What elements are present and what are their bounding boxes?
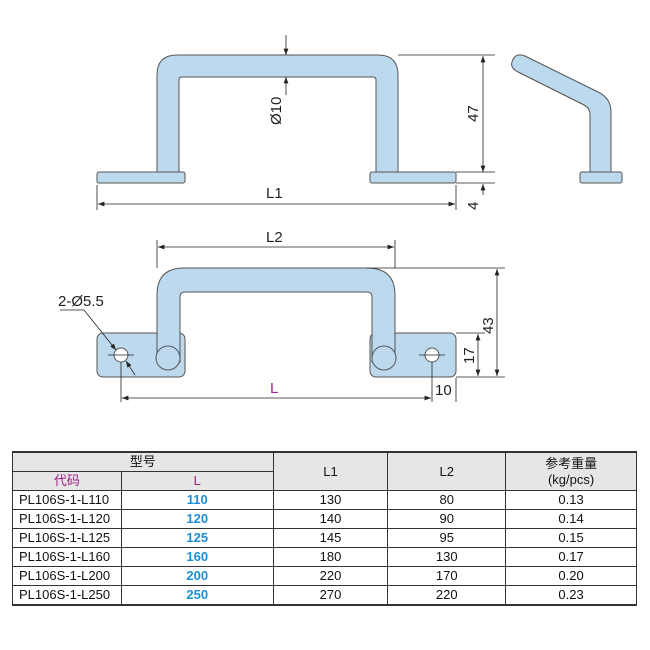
cell-l2: 80 [387, 490, 507, 510]
cell-weight: 0.17 [505, 547, 637, 567]
side-view [511, 54, 623, 184]
cell-l: 110 [120, 490, 274, 510]
cell-code: PL106S-1-L125 [12, 528, 122, 548]
edge-10-label: 10 [435, 382, 452, 399]
hole-label: 2-Ø5.5 [58, 293, 104, 310]
cell-l1: 140 [272, 509, 389, 529]
cell-code: PL106S-1-L120 [12, 509, 122, 529]
l-header: L [120, 471, 274, 491]
height-43-label: 43 [480, 317, 497, 334]
cell-code: PL106S-1-L200 [12, 566, 122, 586]
cell-l1: 270 [272, 585, 389, 606]
cell-l2: 130 [387, 547, 507, 567]
plate-17-label: 17 [461, 347, 478, 364]
cell-l2: 220 [387, 585, 507, 606]
technical-drawing: Ø10 47 4 L1 2-Ø5.5 L2 43 17 10 L [58, 35, 623, 402]
cell-weight: 0.20 [505, 566, 637, 586]
model-header: 型号 [12, 451, 274, 472]
cell-l: 250 [120, 585, 274, 606]
thickness-label: 4 [465, 202, 482, 210]
l2-label: L2 [266, 229, 283, 246]
cell-l: 160 [120, 547, 274, 567]
cell-l1: 145 [272, 528, 389, 548]
code-header: 代码 [12, 471, 122, 491]
height-47-label: 47 [465, 105, 482, 122]
diameter-label: Ø10 [268, 97, 285, 125]
spec-table: 型号 L1 L2 参考重量(kg/pcs) 代码 L PL106S-1-L110… [12, 451, 637, 606]
cell-l1: 180 [272, 547, 389, 567]
l-label: L [270, 380, 278, 397]
bottom-view [96, 267, 457, 378]
cell-code: PL106S-1-L250 [12, 585, 122, 606]
cell-l: 120 [120, 509, 274, 529]
top-view [96, 54, 457, 184]
weight-label: 参考重量 [545, 455, 598, 471]
cell-l2: 170 [387, 566, 507, 586]
cell-code: PL106S-1-L110 [12, 490, 122, 510]
cell-l: 125 [120, 528, 274, 548]
cell-weight: 0.14 [505, 509, 637, 529]
cell-code: PL106S-1-L160 [12, 547, 122, 567]
weight-header: 参考重量(kg/pcs) [505, 451, 637, 491]
l1-header: L1 [272, 451, 389, 491]
weight-unit: (kg/pcs) [547, 471, 595, 487]
cell-weight: 0.15 [505, 528, 637, 548]
cell-weight: 0.13 [505, 490, 637, 510]
cell-l2: 95 [387, 528, 507, 548]
cell-weight: 0.23 [505, 585, 637, 606]
cell-l1: 220 [272, 566, 389, 586]
l2-header: L2 [387, 451, 507, 491]
cell-l1: 130 [272, 490, 389, 510]
l1-label: L1 [266, 185, 283, 202]
cell-l2: 90 [387, 509, 507, 529]
cell-l: 200 [120, 566, 274, 586]
